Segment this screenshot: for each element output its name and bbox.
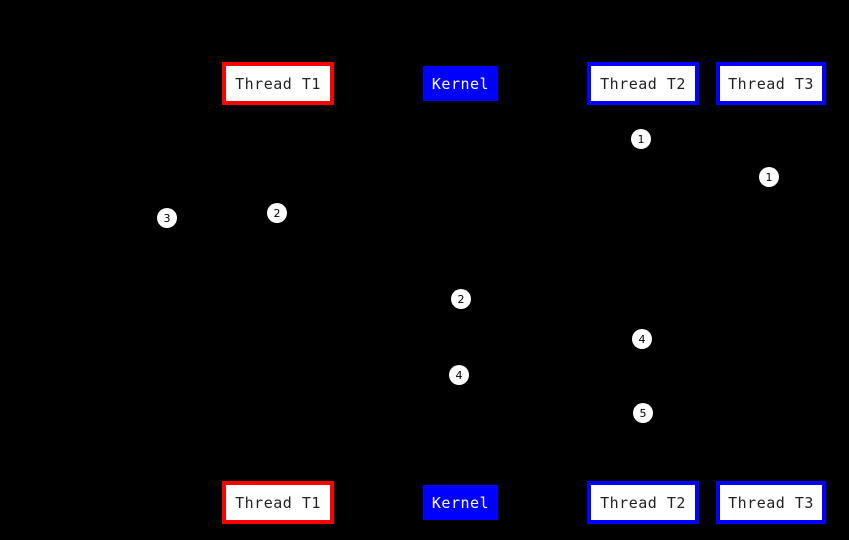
step-marker-1-2: 1 bbox=[759, 167, 779, 187]
message-arrow-2 bbox=[277, 229, 651, 237]
participant-label: Thread T1 bbox=[235, 493, 321, 512]
participant-box-t3-bottom[interactable]: Thread T3 bbox=[716, 481, 826, 524]
participant-box-t3-top[interactable]: Thread T3 bbox=[716, 62, 826, 105]
participant-label: Thread T2 bbox=[600, 74, 686, 93]
participant-label: Thread T2 bbox=[600, 493, 686, 512]
lifeline-t3 bbox=[770, 105, 772, 481]
participant-box-t1-top[interactable]: Thread T1 bbox=[222, 62, 334, 105]
participant-label: Kernel bbox=[431, 493, 490, 512]
lifeline-t2 bbox=[642, 105, 644, 481]
message-arrow-1 bbox=[643, 157, 779, 165]
step-marker-4-6: 4 bbox=[632, 329, 652, 349]
participant-label: Kernel bbox=[431, 74, 490, 93]
step-marker-4-7: 4 bbox=[449, 365, 469, 385]
message-arrow-3 bbox=[277, 315, 468, 323]
participant-box-t2-bottom[interactable]: Thread T2 bbox=[587, 481, 699, 524]
participant-box-t1-bottom[interactable]: Thread T1 bbox=[222, 481, 334, 524]
participant-box-t2-top[interactable]: Thread T2 bbox=[587, 62, 699, 105]
step-marker-2-4: 2 bbox=[267, 203, 287, 223]
step-marker-3-3: 3 bbox=[157, 208, 177, 228]
message-arrow-5 bbox=[460, 391, 651, 399]
lifeline-t1 bbox=[276, 105, 278, 481]
participant-label: Thread T3 bbox=[728, 74, 814, 93]
participant-label: Thread T1 bbox=[235, 74, 321, 93]
message-arrow-4 bbox=[460, 353, 651, 361]
step-marker-5-8: 5 bbox=[633, 403, 653, 423]
participant-box-kernel-top[interactable]: Kernel bbox=[423, 66, 498, 101]
participant-box-kernel-bottom[interactable]: Kernel bbox=[423, 485, 498, 520]
participant-label: Thread T3 bbox=[728, 493, 814, 512]
step-marker-2-5: 2 bbox=[451, 289, 471, 309]
step-marker-1-1: 1 bbox=[631, 129, 651, 149]
